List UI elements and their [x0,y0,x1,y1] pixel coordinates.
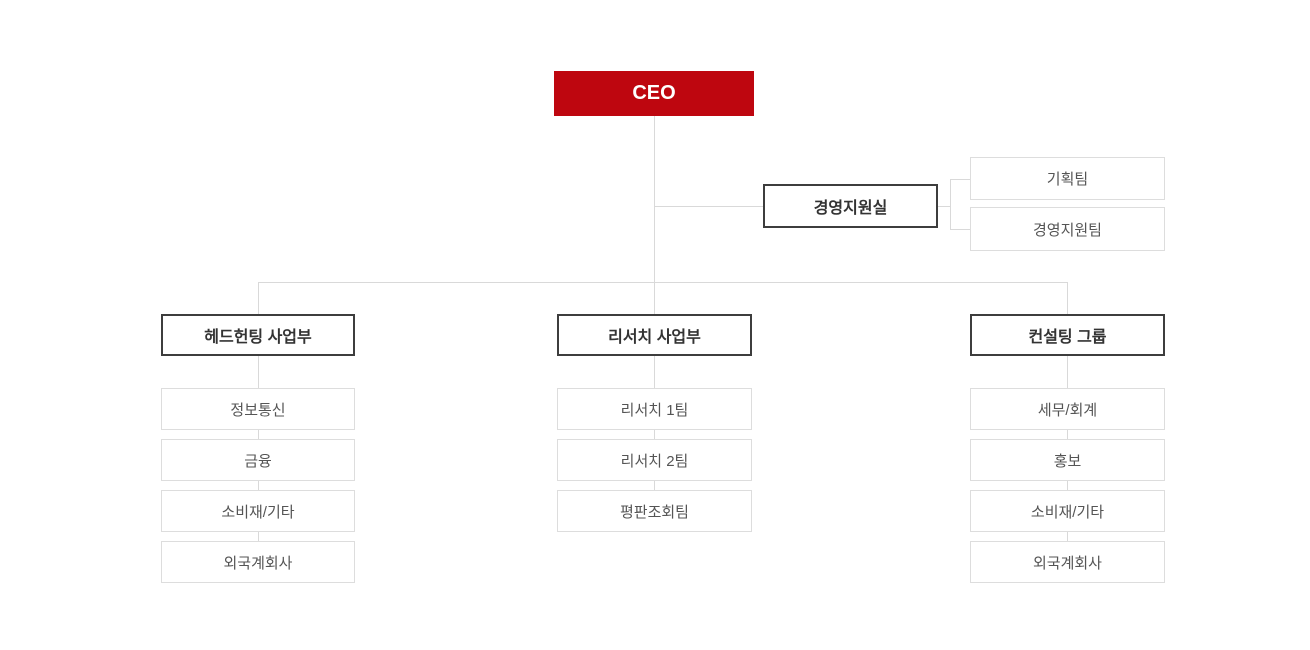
consulting-group-box: 컨설팅 그룹 [970,314,1165,356]
management-office-box: 경영지원실 [763,184,938,228]
connector-line [258,430,259,439]
connector-drop-center [654,282,655,314]
headhunting-division-box: 헤드헌팅 사업부 [161,314,355,356]
management-support-team-box: 경영지원팀 [970,207,1165,251]
consumer-goods-team-box-2: 소비재/기타 [970,490,1165,532]
planning-team-box: 기획팀 [970,157,1165,200]
connector-line [258,532,259,541]
connector-drop-right [1067,282,1068,314]
foreign-company-team-box: 외국계회사 [161,541,355,583]
connector-line [258,356,259,388]
research-team-2-box: 리서치 2팀 [557,439,752,481]
connector-line [1067,356,1068,388]
connector-drop-left [258,282,259,314]
connector-line [654,356,655,388]
connector-ceo-drop [654,116,655,282]
connector-staff-vertical [950,179,951,230]
connector-staff-branch [655,206,763,207]
connector-line [1067,532,1068,541]
consumer-goods-team-box: 소비재/기타 [161,490,355,532]
reputation-check-team-box: 평판조회팀 [557,490,752,532]
connector-staff-stub-bottom [951,229,970,230]
research-team-1-box: 리서치 1팀 [557,388,752,430]
it-telecom-team-box: 정보통신 [161,388,355,430]
connector-line [1067,430,1068,439]
research-division-box: 리서치 사업부 [557,314,752,356]
connector-staff-stub-top [951,179,970,180]
pr-team-box: 홍보 [970,439,1165,481]
finance-team-box: 금융 [161,439,355,481]
connector-line [258,481,259,490]
connector-line [1067,481,1068,490]
connector-line [654,481,655,490]
foreign-company-team-box-2: 외국계회사 [970,541,1165,583]
connector-staff-stub-right [938,206,951,207]
connector-main-horizontal [258,282,1068,283]
tax-accounting-team-box: 세무/회계 [970,388,1165,430]
ceo-box: CEO [554,71,754,116]
connector-line [654,430,655,439]
